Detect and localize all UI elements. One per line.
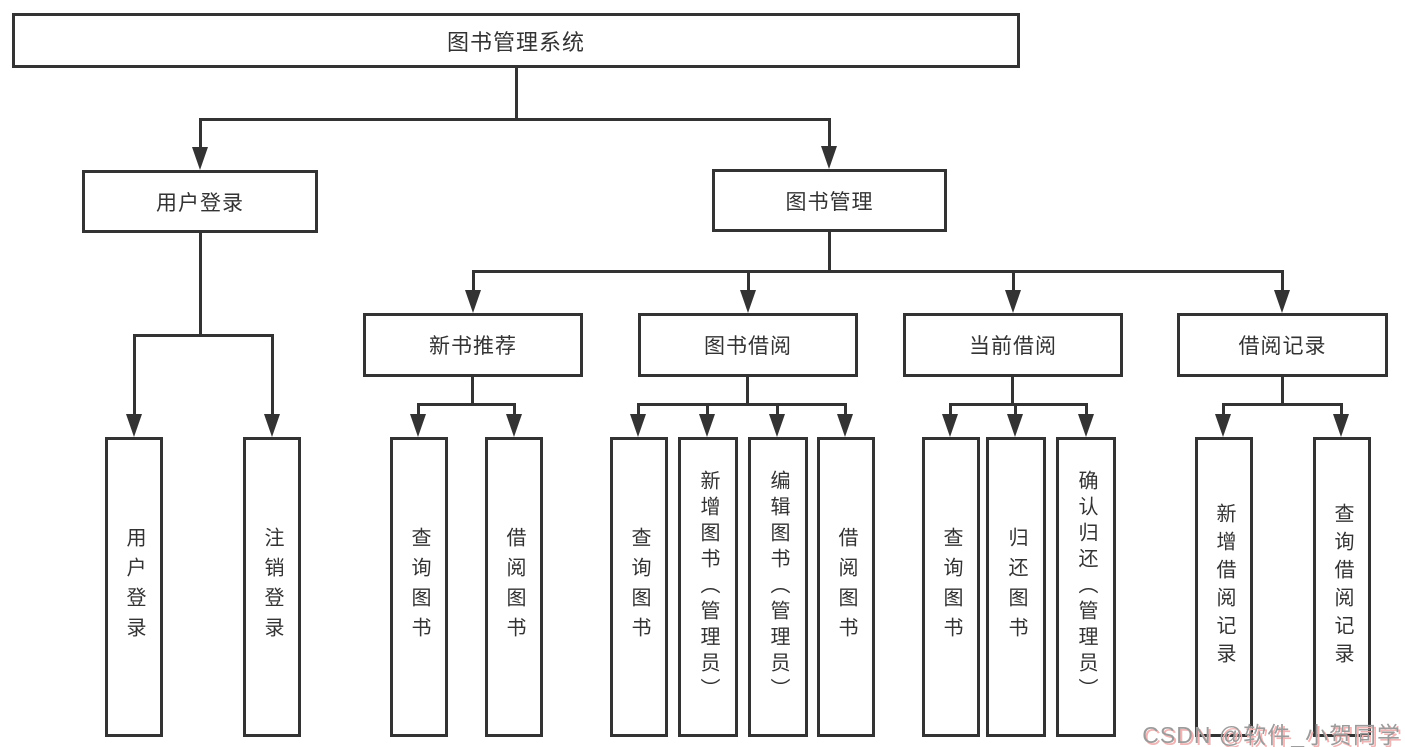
connector-to-bb-edit [776,403,779,417]
arrow-into-new-book-rec [465,290,481,313]
connector-borrowing-records-stem [1281,377,1284,405]
connector-user-login-split [133,334,274,337]
arrow-into-borrowing-records [1274,290,1290,313]
connector-to-leaf-logout [271,334,274,417]
connector-to-user-login-stem [199,118,202,150]
arrow-into-leaf-logout [264,414,280,437]
connector-user-login-stem [199,233,202,336]
connector-to-borrowing-records-stem [1281,270,1284,293]
csdn-watermark: CSDN @软件_小贺同学 [1142,722,1401,747]
arrow-into-current-borrowing [1005,290,1021,313]
leaf-user-login: 用户登录 [105,437,163,737]
connector-new-book-rec-split [417,403,516,406]
connector-current-borrowing-stem [1011,377,1014,405]
arrow-into-user-login [192,147,208,170]
connector-to-bb-query [637,403,640,417]
leaf-br-query-record: 查询借阅记录 [1313,437,1371,737]
connector-to-cb-confirm [1085,403,1088,417]
arrow-into-rec-borrow [506,414,522,437]
connector-to-rec-borrow [513,403,516,417]
connector-book-borrowing-split [637,403,847,406]
leaf-logout-login: 注销登录 [243,437,301,737]
arrow-into-br-query [1333,414,1349,437]
connector-to-bb-add [706,403,709,417]
arrow-into-cb-return [1007,414,1023,437]
leaf-br-add-record: 新增借阅记录 [1195,437,1253,737]
connector-root-split [199,118,831,121]
leaf-rec-borrow-books: 借阅图书 [485,437,543,737]
connector-to-cb-return [1014,403,1017,417]
arrow-into-bb-query [630,414,646,437]
leaf-cb-return-books: 归还图书 [986,437,1046,737]
leaf-bb-add-books-admin: 新增图书（管理员） [678,437,738,737]
arrow-into-cb-confirm [1078,414,1094,437]
leaf-bb-edit-books-admin: 编辑图书（管理员） [748,437,808,737]
leaf-rec-query-books: 查询图书 [390,437,448,737]
connector-to-br-add [1222,403,1225,417]
connector-to-br-query [1340,403,1343,417]
leaf-bb-borrow-books: 借阅图书 [817,437,875,737]
arrow-into-rec-query [410,414,426,437]
connector-book-management-stem [828,232,831,272]
arrow-into-bb-add [699,414,715,437]
connector-book-management-split [472,270,1284,273]
node-current-borrowing: 当前借阅 [903,313,1123,377]
connector-to-current-borrowing-stem [1012,270,1015,293]
connector-to-new-book-rec-stem [472,270,475,293]
arrow-into-br-add [1215,414,1231,437]
connector-root-stem [515,68,518,120]
node-book-management: 图书管理 [712,169,947,232]
connector-to-book-management-stem [828,118,831,150]
node-user-login: 用户登录 [82,170,318,233]
node-borrowing-records: 借阅记录 [1177,313,1388,377]
connector-to-book-borrowing-stem [747,270,750,293]
arrow-into-bb-edit [769,414,785,437]
connector-to-rec-query [417,403,420,417]
connector-current-borrowing-split [949,403,1088,406]
leaf-cb-confirm-return-admin: 确认归还（管理员） [1056,437,1116,737]
node-book-borrowing: 图书借阅 [638,313,858,377]
connector-book-borrowing-stem [746,377,749,405]
leaf-bb-query-books: 查询图书 [610,437,668,737]
node-root-library-management-system: 图书管理系统 [12,13,1020,68]
node-new-book-recommendation: 新书推荐 [363,313,583,377]
connector-to-bb-borrow [844,403,847,417]
arrow-into-book-borrowing [740,290,756,313]
arrow-into-bb-borrow [837,414,853,437]
connector-borrowing-records-split [1222,403,1343,406]
connector-new-book-rec-stem [471,377,474,405]
connector-to-cb-query [949,403,952,417]
connector-to-leaf-user-login [133,334,136,417]
arrow-into-cb-query [942,414,958,437]
arrow-into-book-management [821,146,837,169]
arrow-into-leaf-user-login [126,414,142,437]
leaf-cb-query-books: 查询图书 [922,437,980,737]
